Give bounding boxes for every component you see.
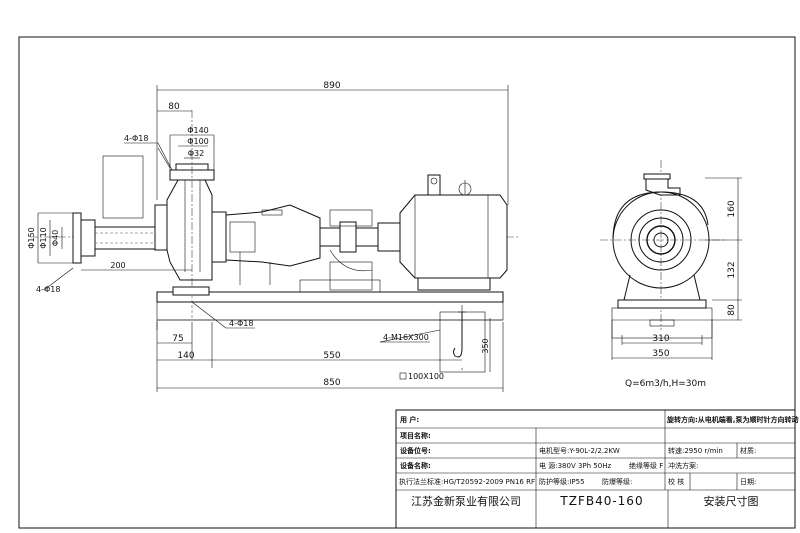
bearing-housing <box>211 204 321 285</box>
tb-date: 日期: <box>740 478 756 486</box>
svg-text:Φ110: Φ110 <box>39 227 48 249</box>
tb-speed: 转速:2950 r/min <box>668 446 723 455</box>
tb-project: 项目名称: <box>400 431 431 440</box>
dim-80: 80 <box>157 102 192 112</box>
svg-text:Φ100: Φ100 <box>187 137 209 146</box>
tb-equip-no: 设备位号: <box>400 446 431 455</box>
inlet-flange <box>72 212 171 264</box>
svg-text:4-Φ18: 4-Φ18 <box>36 285 60 294</box>
svg-text:100X100: 100X100 <box>408 372 444 381</box>
pump-volute <box>154 110 215 300</box>
svg-text:350: 350 <box>652 349 669 359</box>
side-view: 160 132 80 310 350 <box>600 160 742 360</box>
tb-equip-name: 设备名称: <box>400 461 431 470</box>
tb-company: 江苏金新泵业有限公司 <box>411 494 521 508</box>
tb-flush: 冲洗方案: <box>668 461 698 470</box>
tb-check: 校 核 <box>668 477 684 486</box>
motor <box>377 174 508 291</box>
svg-text:350: 350 <box>481 338 490 353</box>
svg-text:160: 160 <box>727 200 737 217</box>
svg-text:4-Φ18: 4-Φ18 <box>229 319 253 328</box>
svg-text:Φ32: Φ32 <box>188 149 204 158</box>
dim-anchor: 4-M16X300 350 100X100 <box>379 318 491 381</box>
svg-text:310: 310 <box>652 334 669 344</box>
tb-motor-model: 电机型号:Y-90L-2/2.2KW <box>539 446 620 455</box>
tb-explosion: 防爆等级: <box>602 477 632 486</box>
svg-text:80: 80 <box>727 304 737 316</box>
title-block: 用 户: 旋转方向:从电机端看,泵为顺时针方向转动 项目名称: 设备位号: 电机… <box>395 409 798 529</box>
svg-text:75: 75 <box>172 334 183 344</box>
foundation <box>156 305 503 373</box>
tb-insulation: 绝缘等级 F <box>629 461 663 470</box>
svg-text:Φ150: Φ150 <box>27 227 36 249</box>
svg-text:850: 850 <box>323 378 340 388</box>
dim-base-hole: 4-Φ18 <box>191 301 255 329</box>
top-adapter <box>102 155 144 219</box>
svg-text:890: 890 <box>323 81 340 91</box>
dim-base: 75 140 550 850 <box>156 322 504 392</box>
svg-text:200: 200 <box>110 261 125 270</box>
svg-text:4-Φ18: 4-Φ18 <box>124 134 148 143</box>
svg-text:140: 140 <box>177 351 194 361</box>
tb-model: TZFB40-160 <box>559 494 643 508</box>
tb-power: 电 源:380V 3Ph 50Hz <box>539 461 611 470</box>
tb-customer: 用 户: <box>400 415 419 424</box>
performance-note: Q=6m3/h,H=30m <box>625 379 706 389</box>
svg-text:132: 132 <box>727 261 737 278</box>
tb-rotation: 旋转方向:从电机端看,泵为顺时针方向转动 <box>666 415 798 424</box>
svg-text:80: 80 <box>168 102 180 112</box>
coupling <box>319 209 379 291</box>
tb-protection: 防护等级:IP55 <box>539 477 585 486</box>
tb-material: 材质: <box>740 446 756 455</box>
svg-text:Φ40: Φ40 <box>51 230 60 246</box>
tb-flange-std: 执行法兰标准:HG/T20592-2009 PN16 RF <box>399 477 535 486</box>
dim-890: 890 <box>156 81 509 205</box>
svg-text:4-M16X300: 4-M16X300 <box>383 333 429 342</box>
svg-text:Φ140: Φ140 <box>187 126 209 135</box>
dim-inlet: Φ150 Φ110 Φ40 200 4-Φ18 <box>27 212 192 294</box>
tb-drawing-title: 安装尺寸图 <box>704 494 759 508</box>
dim-top-flange: Φ140 Φ100 Φ32 4-Φ18 <box>124 126 215 171</box>
svg-text:550: 550 <box>323 351 340 361</box>
